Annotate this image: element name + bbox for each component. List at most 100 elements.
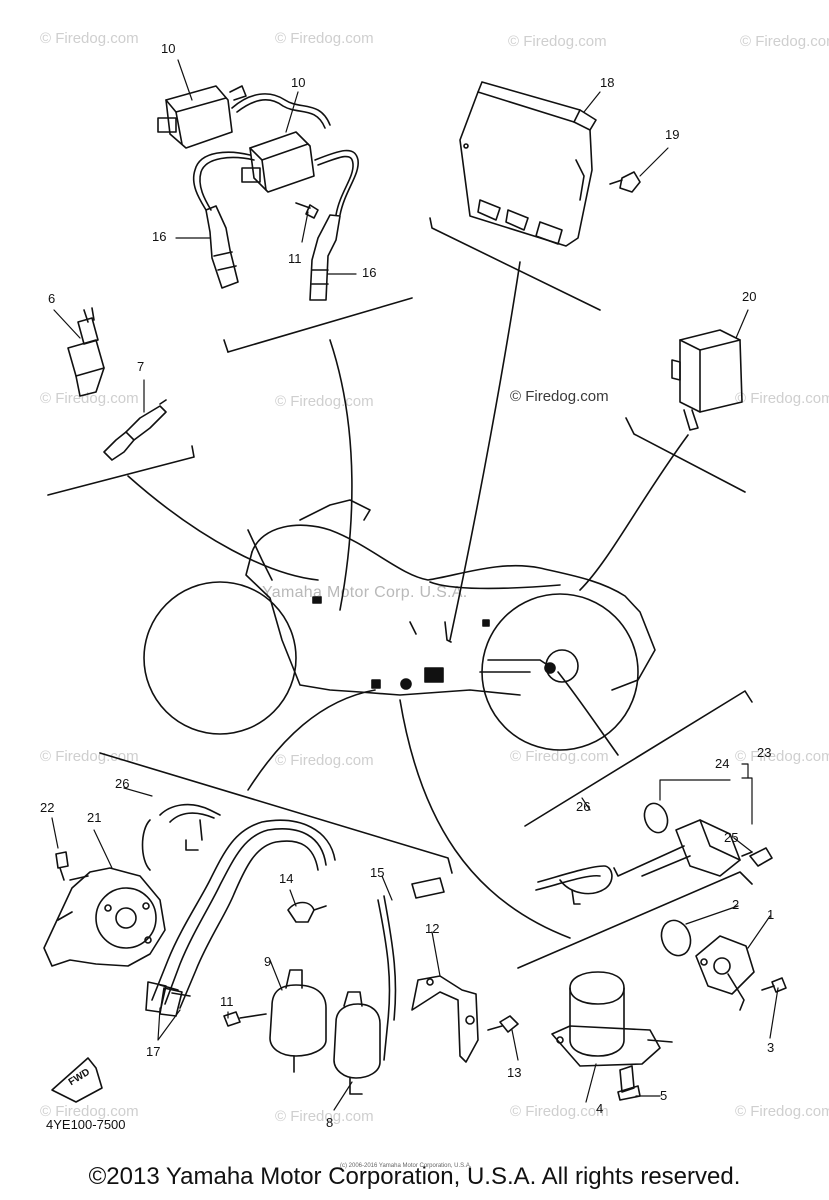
plug-wire <box>231 93 331 126</box>
spark-plug-cap-right <box>309 214 341 301</box>
callout-9: 9 <box>264 954 272 969</box>
plug-wire <box>317 155 354 216</box>
watermark: © Firedog.com <box>275 1108 374 1125</box>
group-bracket-ecu <box>429 217 601 311</box>
group-bracket-relay <box>625 417 746 493</box>
tiny-copyright: (c) 2006-2016 Yamaha Motor Corporation, … <box>340 1163 472 1169</box>
watermark: © Firedog.com <box>510 748 609 765</box>
fwd-arrow-icon <box>51 1057 103 1103</box>
callout-8: 8 <box>326 1115 334 1130</box>
o-ring-24 <box>643 802 669 834</box>
callout-13: 13 <box>507 1065 522 1080</box>
leader-curve <box>127 475 319 581</box>
group-bracket-sensor-right <box>524 690 753 827</box>
copyright-notice: ©2013 Yamaha Motor Corporation, U.S.A. A… <box>88 1163 741 1190</box>
callout-14: 14 <box>279 871 294 886</box>
callout-7: 7 <box>137 359 145 374</box>
watermark: © Firedog.com <box>275 393 374 410</box>
ecu-screw-19 <box>609 171 641 193</box>
watermark: © Firedog.com <box>275 752 374 769</box>
watermark: © Firedog.com <box>510 388 609 405</box>
speed-sensor-23 <box>613 819 741 877</box>
screw-25 <box>741 847 773 867</box>
watermark: © Firedog.com <box>275 30 374 47</box>
horn-bolt-22 <box>55 851 69 881</box>
plug-boots-17 <box>145 981 183 1017</box>
ecu-unit <box>459 81 597 247</box>
callout-22: 22 <box>40 800 55 815</box>
callout-4: 4 <box>596 1101 604 1116</box>
callout-3: 3 <box>767 1040 775 1055</box>
wire-harness-26-right <box>535 865 613 905</box>
diagram-part-code: 4YE100-7500 <box>46 1117 126 1132</box>
plug-wires-17 <box>151 819 336 1009</box>
temp-sender <box>103 399 167 461</box>
callout-5: 5 <box>660 1088 668 1103</box>
coil-mount-plate-12 <box>411 975 479 1063</box>
callout-24: 24 <box>715 756 730 771</box>
watermark: © Firedog.com <box>40 748 139 765</box>
motorcycle-outline <box>143 499 656 751</box>
horn <box>43 867 166 967</box>
group-bracket-coils-tick <box>223 339 229 353</box>
callout-12: 12 <box>425 921 440 936</box>
mount-plate-1 <box>695 935 755 1011</box>
callout-10: 10 <box>291 75 306 90</box>
callout-16: 16 <box>362 265 377 280</box>
watermark: © Firedog.com <box>40 1103 139 1120</box>
group-bracket-solenoid <box>517 871 753 969</box>
relay-unit <box>671 329 743 431</box>
callout-1: 1 <box>767 907 775 922</box>
ignition-coil-top-b <box>241 131 315 193</box>
plug-wire <box>314 149 359 216</box>
clamp-14 <box>287 901 327 923</box>
o-ring-2 <box>660 919 692 957</box>
bolt-11-bottom <box>223 1011 267 1027</box>
ignition-coil-assembly-9 <box>269 969 381 1095</box>
plug-wire <box>199 156 255 211</box>
watermark: © Firedog.com <box>40 30 139 47</box>
callout-17: 17 <box>146 1044 161 1059</box>
lead-wire-15 <box>377 877 445 1061</box>
leader-curve <box>399 699 571 939</box>
bolt-5 <box>617 1065 641 1101</box>
leader-curve <box>449 261 521 641</box>
callout-16: 16 <box>152 229 167 244</box>
callout-23: 23 <box>757 745 772 760</box>
ignition-coil-top-a <box>157 85 247 149</box>
callout-20: 20 <box>742 289 757 304</box>
bolt-11-top <box>295 202 319 219</box>
solenoid-4 <box>551 971 673 1067</box>
callout-2: 2 <box>732 897 740 912</box>
callout-26: 26 <box>576 799 591 814</box>
watermark: © Firedog.com <box>735 1103 829 1120</box>
leader-curve <box>579 434 689 591</box>
callout-21: 21 <box>87 810 102 825</box>
callout-19: 19 <box>665 127 680 142</box>
watermark: © Firedog.com <box>510 1103 609 1120</box>
leader-curve <box>329 339 353 611</box>
group-bracket-ignition <box>99 752 453 874</box>
leader-curve <box>247 689 376 791</box>
leader-curve <box>557 671 619 756</box>
watermark: © Firedog.com <box>740 33 829 50</box>
callout-15: 15 <box>370 865 385 880</box>
bolt-13 <box>487 1015 519 1033</box>
callout-18: 18 <box>600 75 615 90</box>
callout-11: 11 <box>288 251 302 266</box>
plug-wire <box>236 99 326 129</box>
thermo-switch <box>67 307 105 397</box>
wire-harness-bottom <box>141 803 221 871</box>
callout-6: 6 <box>48 291 56 306</box>
group-bracket-sensors <box>47 445 195 496</box>
watermark: © Firedog.com <box>40 390 139 407</box>
group-bracket-coils <box>227 297 413 353</box>
watermark: © Firedog.com <box>508 33 607 50</box>
callout-26: 26 <box>115 776 130 791</box>
callout-25: 25 <box>724 830 739 845</box>
plug-wire <box>192 151 251 211</box>
callout-leaders <box>51 59 779 1111</box>
watermark: © Firedog.com <box>735 748 829 765</box>
